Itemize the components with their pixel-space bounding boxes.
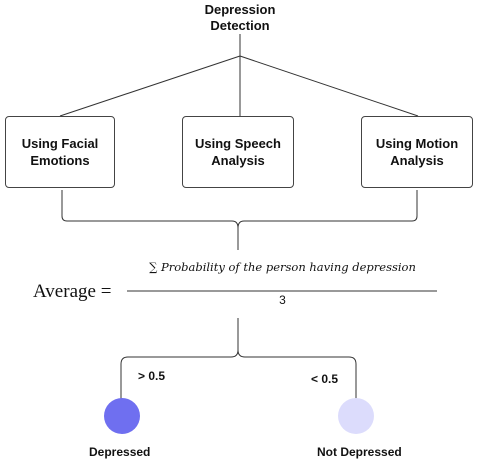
formula-denominator: 3: [279, 293, 286, 307]
method-label-line-1: Using Motion: [375, 136, 459, 151]
method-label-line-2: Analysis: [390, 153, 444, 168]
method-box-motion-analysis: Using Motion Analysis: [361, 116, 473, 188]
connector-to-motion: [239, 55, 419, 117]
connector-to-facial: [59, 55, 241, 117]
threshold-greater-label: > 0.5: [138, 369, 166, 383]
method-box-speech-analysis: Using Speech Analysis: [182, 116, 294, 188]
method-box-facial-emotions: Using Facial Emotions: [5, 116, 115, 188]
outcome-not-depressed-label: Not Depressed: [317, 445, 402, 459]
bracket-to-outcomes: [120, 318, 239, 400]
method-label-line-1: Using Speech: [195, 136, 281, 151]
bracket-to-not-depressed: [237, 349, 357, 400]
formula-average-label: Average =: [33, 281, 112, 302]
method-label-line-1: Using Facial: [21, 136, 99, 151]
formula-numerator: ∑ Probability of the person having depre…: [149, 260, 416, 274]
title-line-2: Detection: [210, 18, 270, 33]
not-depressed-circle: [338, 398, 374, 434]
method-label-line-2: Emotions: [30, 153, 90, 168]
diagram-title: Depression Detection: [160, 2, 320, 34]
bracket-below-boxes: [61, 190, 418, 229]
outcome-depressed-label: Depressed: [89, 445, 151, 459]
title-line-1: Depression: [204, 2, 276, 17]
method-label-line-2: Analysis: [211, 153, 265, 168]
depressed-circle: [104, 398, 140, 434]
threshold-less-label: < 0.5: [311, 372, 339, 386]
